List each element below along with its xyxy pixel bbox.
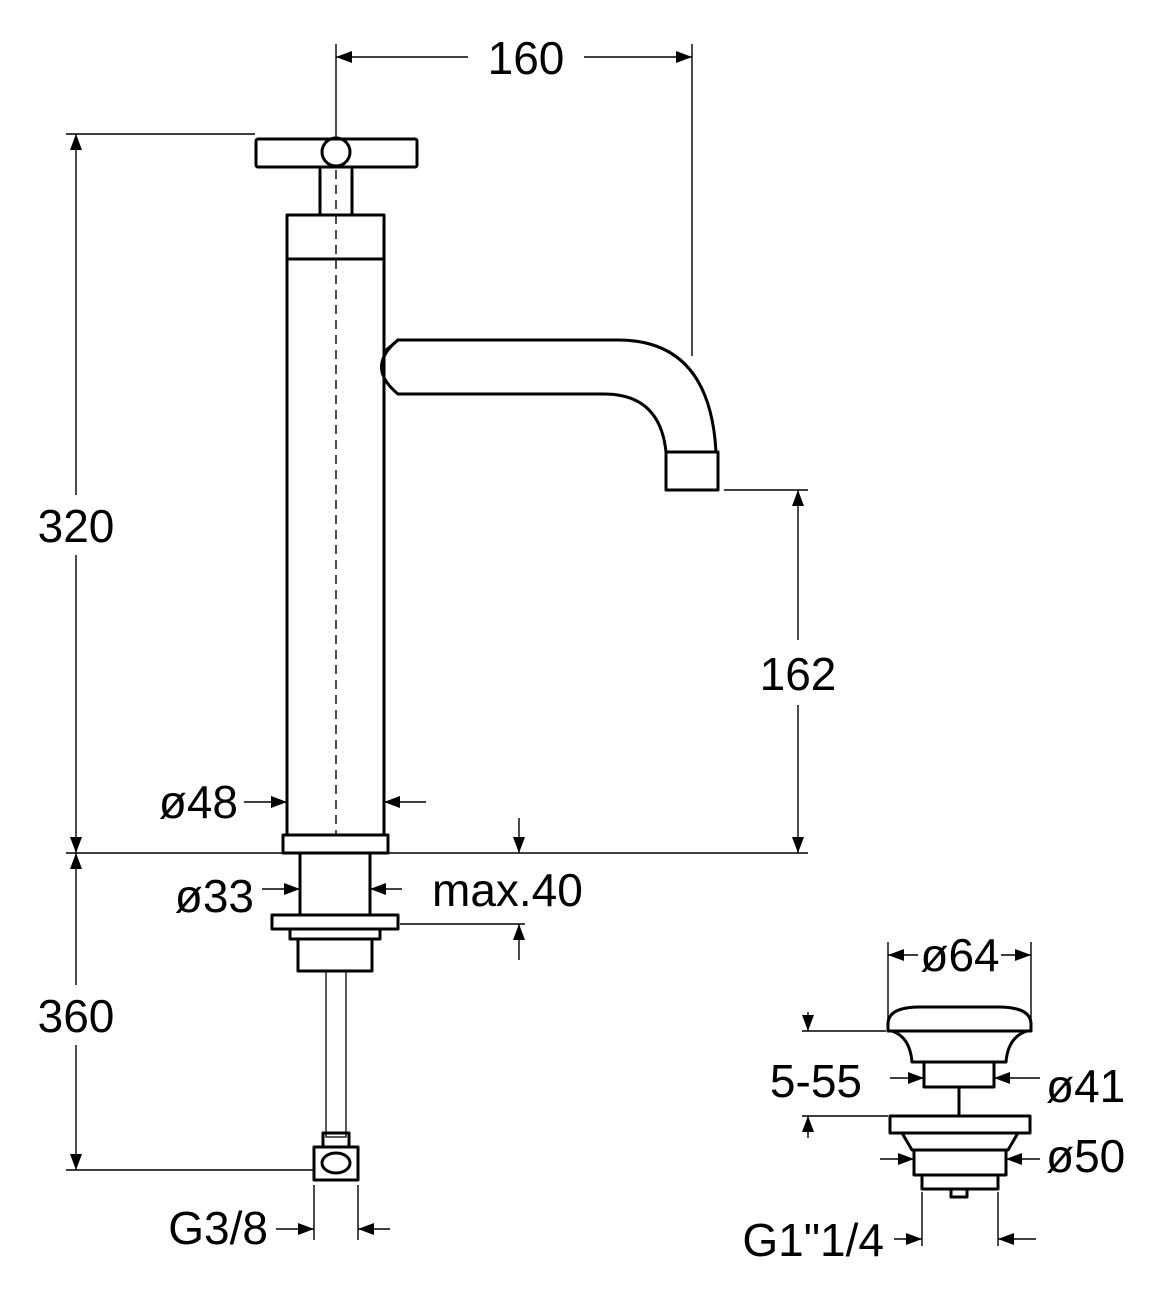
arrow-icon bbox=[70, 134, 82, 150]
arrow-icon bbox=[792, 490, 804, 506]
faucet-shank bbox=[270, 851, 400, 973]
dimension-lines bbox=[75, 56, 799, 1230]
faucet-spout bbox=[380, 338, 720, 492]
waste-arrowheads bbox=[802, 949, 1031, 1245]
waste-flange-diameter-label: ø50 bbox=[1046, 1130, 1125, 1182]
dimension-labels: 160 320 162 ø48 ø33 max.40 360 G3/8 ø64 … bbox=[38, 32, 1126, 1266]
body-diameter-label: ø48 bbox=[159, 776, 238, 828]
arrow-icon bbox=[384, 796, 400, 808]
max-thickness-label: max.40 bbox=[432, 864, 583, 916]
faucet bbox=[254, 136, 720, 1182]
arrow-icon bbox=[1006, 1153, 1022, 1165]
below-counter-label: 360 bbox=[38, 990, 115, 1042]
arrow-icon bbox=[1015, 949, 1031, 961]
arrow-icon bbox=[802, 1015, 814, 1031]
width-label: 160 bbox=[488, 32, 565, 84]
waste-adjust-label: 5-55 bbox=[770, 1055, 862, 1107]
shank-diameter-label: ø33 bbox=[175, 870, 254, 922]
waste-drain bbox=[886, 1005, 1033, 1199]
arrow-icon bbox=[513, 837, 525, 853]
arrow-icon bbox=[70, 853, 82, 869]
spout-height-label: 162 bbox=[760, 648, 837, 700]
arrowheads bbox=[70, 51, 804, 1235]
arrow-icon bbox=[676, 51, 692, 63]
arrow-icon bbox=[70, 1154, 82, 1170]
arrow-icon bbox=[998, 1233, 1014, 1245]
arrow-icon bbox=[888, 949, 904, 961]
arrow-icon bbox=[906, 1233, 922, 1245]
waste-thread-label: G1"1/4 bbox=[742, 1214, 884, 1266]
braided-hose-icon bbox=[312, 970, 360, 1182]
arrow-icon bbox=[908, 1072, 924, 1084]
arrow-icon bbox=[513, 924, 525, 940]
waste-cap-diameter-label: ø64 bbox=[920, 929, 999, 981]
arrow-icon bbox=[271, 796, 287, 808]
arrow-icon bbox=[298, 1223, 314, 1235]
arrow-icon bbox=[284, 883, 300, 895]
extension-lines bbox=[66, 44, 808, 1240]
arrow-icon bbox=[336, 51, 352, 63]
arrow-icon bbox=[802, 1116, 814, 1132]
hose-thread-label: G3/8 bbox=[168, 1202, 268, 1254]
waste-inner-diameter-label: ø41 bbox=[1046, 1060, 1125, 1112]
arrow-icon bbox=[792, 837, 804, 853]
arrow-icon bbox=[70, 837, 82, 853]
arrow-icon bbox=[898, 1153, 914, 1165]
arrow-icon bbox=[358, 1223, 374, 1235]
arrow-icon bbox=[994, 1072, 1010, 1084]
arrow-icon bbox=[370, 883, 386, 895]
total-height-label: 320 bbox=[38, 500, 115, 552]
